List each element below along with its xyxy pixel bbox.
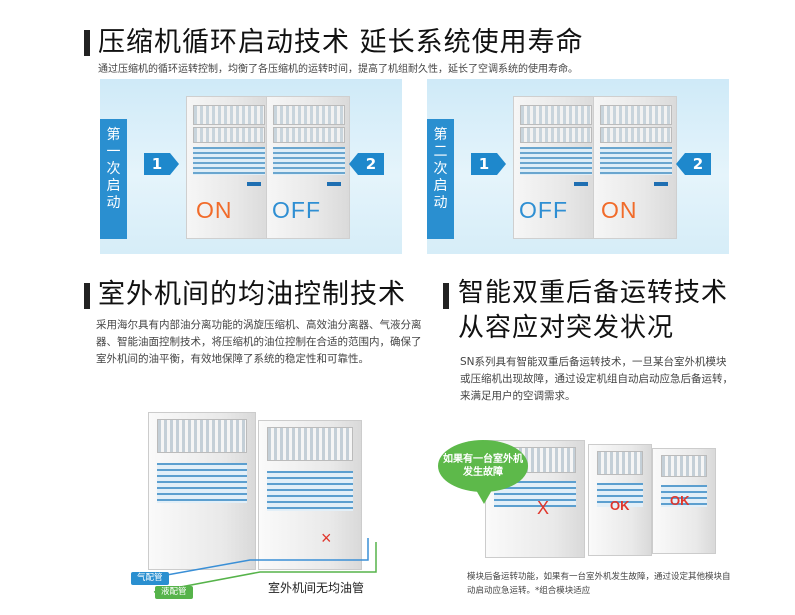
ok-mark: OK [610, 498, 630, 513]
outdoor-unit [266, 96, 350, 239]
liquid-pipe-label: 液配管 [155, 586, 193, 599]
panel-tab: 第二次启动 [427, 119, 454, 239]
panel-tab: 第一次启动 [100, 119, 127, 239]
illustration-caption: 室外机间无均油管 [268, 581, 365, 595]
outdoor-unit [652, 448, 716, 554]
unit1-state: ON [196, 197, 233, 223]
pipe-lines [149, 538, 377, 593]
section-marker [443, 283, 449, 309]
unit-number-1: 1 [144, 153, 179, 175]
cycle-panel-second: 第二次启动 1 2 OFF ON [427, 79, 729, 254]
section2-desc: 采用海尔具有内部油分离功能的涡旋压缩机、高效油分离器、气液分离器、智能油面控制技… [96, 319, 422, 365]
backup-note: 模块后备运转功能，如果有一台室外机发生故障，通过设定其他模块自动启动应急运转。*… [467, 572, 731, 596]
unit-number-1: 1 [471, 153, 506, 175]
unit-number-2: 2 [349, 153, 384, 175]
unit-number-2: 2 [676, 153, 711, 175]
unit2-state: OFF [272, 197, 321, 223]
fault-speech-bubble: 如果有一台室外机 发生故障 [438, 440, 528, 504]
outdoor-unit [588, 444, 652, 556]
ok-mark: OK [670, 493, 690, 508]
section2-title: 室外机间的均油控制技术 [98, 279, 406, 310]
unit2-state: ON [601, 197, 638, 223]
section3-title-line1: 智能双重后备运转技术 [458, 278, 729, 308]
section1-title: 压缩机循环启动技术 延长系统使用寿命 [98, 27, 584, 58]
outdoor-unit [258, 420, 362, 570]
section3-desc: SN系列具有智能双重后备运转技术，一旦某台室外机模块或压缩机出现故障，通过设定机… [460, 356, 733, 402]
no-oil-pipe-mark: × [321, 528, 332, 548]
fault-mark: X [537, 498, 550, 518]
gas-pipe-label: 气配管 [131, 572, 169, 585]
outdoor-unit [513, 96, 597, 239]
section1-desc: 通过压缩机的循环运转控制，均衡了各压缩机的运转时间，提高了机组耐久性，延长了空调… [98, 64, 578, 75]
cycle-panel-first: 第一次启动 1 2 ON OFF [100, 79, 402, 254]
outdoor-unit [186, 96, 270, 239]
outdoor-unit [593, 96, 677, 239]
section3-title-line2: 从容应对突发状况 [458, 313, 675, 343]
section-marker [84, 30, 90, 56]
unit1-state: OFF [519, 197, 568, 223]
section-marker [84, 283, 90, 309]
outdoor-unit [148, 412, 256, 570]
